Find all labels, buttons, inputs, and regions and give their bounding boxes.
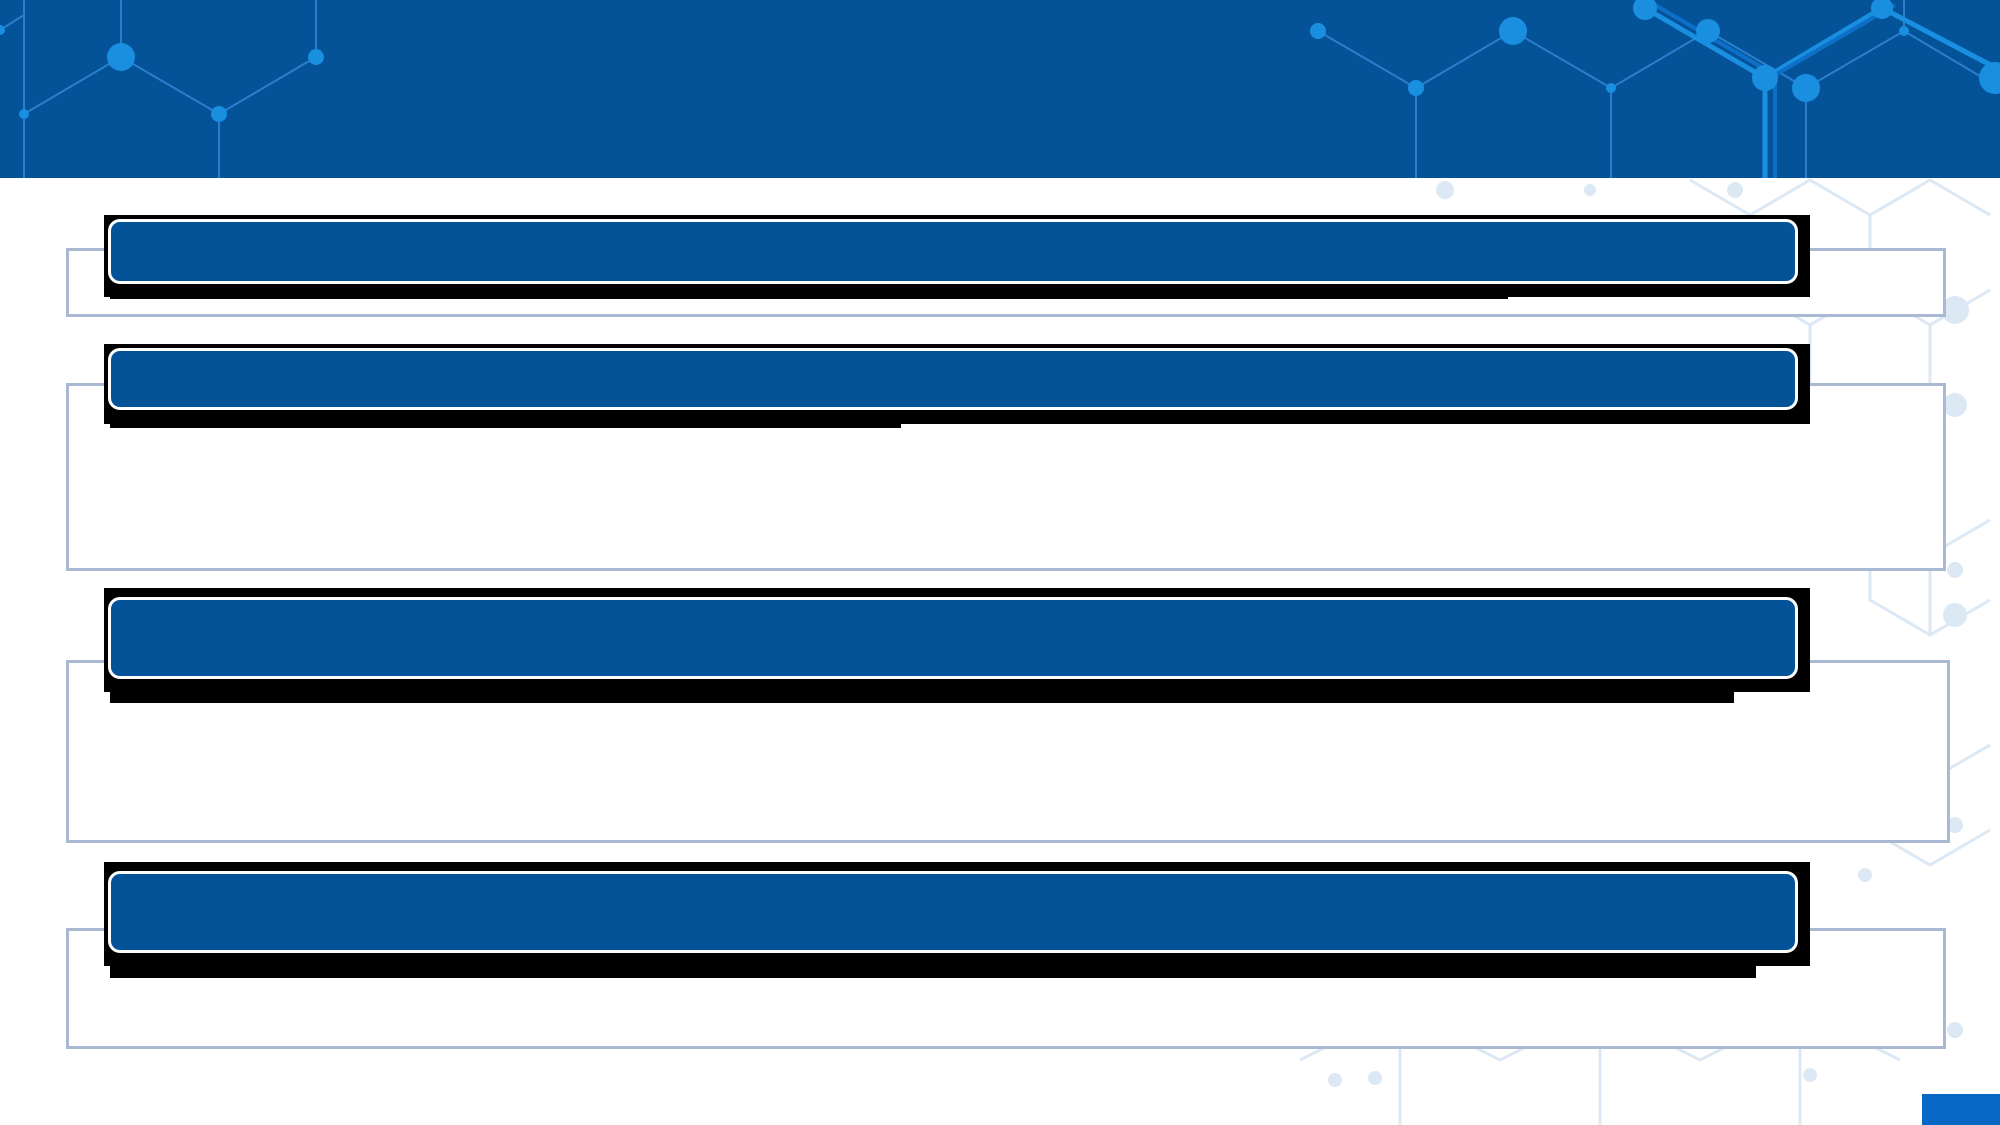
title-shadow-2-lower (110, 418, 901, 428)
page-number-tag (1922, 1094, 2000, 1125)
section-title-bar-2 (108, 348, 1798, 410)
title-shadow-1-lower (110, 290, 1508, 299)
hexagon-network-icon (0, 0, 2000, 178)
section-title-bar-1 (108, 219, 1798, 284)
section-title-bar-3 (108, 597, 1798, 679)
header-band (0, 0, 2000, 178)
section-title-bar-4 (108, 871, 1798, 953)
